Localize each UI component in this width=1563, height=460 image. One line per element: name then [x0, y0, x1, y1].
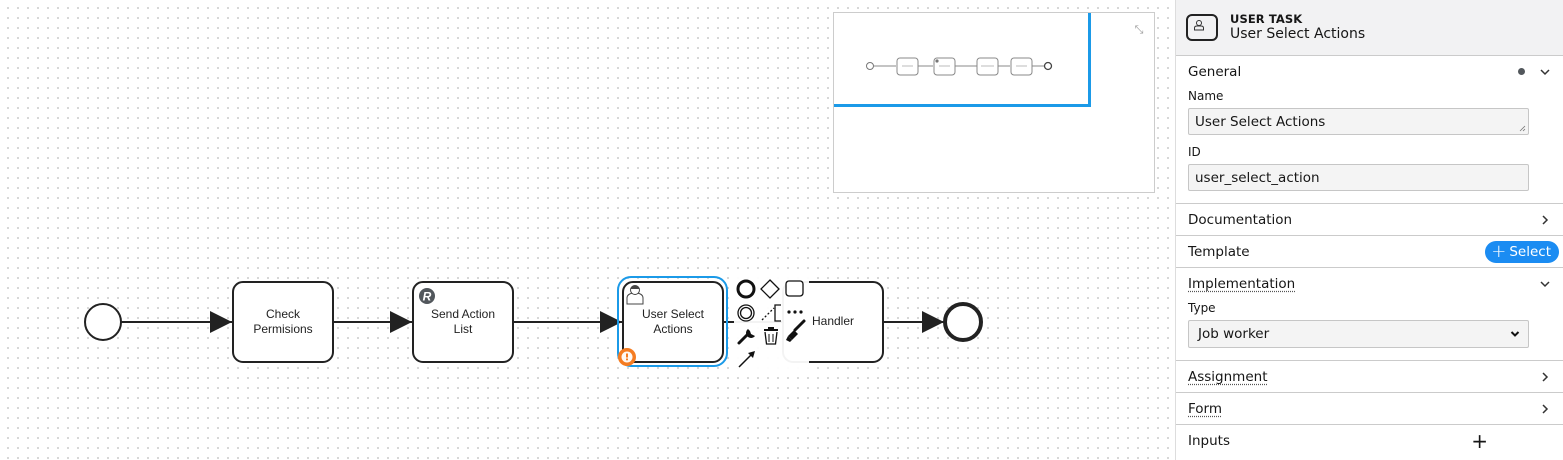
- append-end-event-icon[interactable]: [736, 279, 756, 299]
- selection-outline: [617, 276, 728, 367]
- group-inputs-header[interactable]: Inputs +: [1176, 425, 1563, 456]
- type-select[interactable]: Job worker: [1188, 320, 1529, 348]
- task-user-select-actions[interactable]: User Select Actions: [617, 276, 728, 367]
- user-task-icon: [1186, 14, 1218, 41]
- group-documentation-header[interactable]: Documentation: [1176, 204, 1563, 235]
- group-title: Assignment: [1188, 368, 1268, 385]
- warning-badge-icon[interactable]: [618, 348, 636, 366]
- group-form: Form: [1176, 393, 1563, 425]
- bpmn-diagram[interactable]: Check Permisions R Send Action List User…: [0, 0, 1175, 460]
- group-title: Documentation: [1188, 211, 1293, 228]
- more-options-icon[interactable]: [787, 310, 803, 314]
- task-label-line: Handler: [812, 314, 854, 328]
- id-label: ID: [1188, 145, 1201, 159]
- panel-header: USER TASK User Select Actions: [1176, 0, 1563, 56]
- task-label-line: Permisions: [253, 322, 312, 336]
- add-input-icon[interactable]: +: [1471, 428, 1488, 453]
- chevron-down-icon[interactable]: [1539, 66, 1551, 78]
- name-field[interactable]: User Select Actions: [1188, 108, 1529, 135]
- group-title: General: [1188, 63, 1242, 80]
- task-send-action-list[interactable]: R Send Action List: [412, 281, 514, 363]
- group-template: Template + Select: [1176, 236, 1563, 268]
- minimap-diagram: [866, 57, 1053, 76]
- task-label-line: Actions: [653, 322, 692, 336]
- connect-arrow-icon[interactable]: [738, 351, 755, 368]
- select-label: Select: [1509, 243, 1551, 260]
- change-type-wrench-icon[interactable]: [737, 329, 755, 345]
- group-template-header: Template + Select: [1176, 236, 1563, 267]
- task-label-line: List: [454, 322, 473, 336]
- user-icon: [626, 285, 644, 305]
- minimap-toggle-icon[interactable]: ⤡: [1134, 24, 1144, 36]
- id-value: user_select_action: [1195, 169, 1320, 186]
- plus-icon: +: [1491, 240, 1507, 262]
- element-name-label: User Select Actions: [1230, 25, 1366, 42]
- group-inputs: Inputs +: [1176, 425, 1563, 456]
- chevron-right-icon[interactable]: [1539, 403, 1551, 415]
- minimap[interactable]: ⤡: [833, 12, 1155, 193]
- group-implementation-header[interactable]: Implementation: [1176, 268, 1563, 299]
- id-field[interactable]: user_select_action: [1188, 164, 1529, 191]
- text-annotation-icon[interactable]: [761, 304, 781, 322]
- data-marker-icon: [1518, 68, 1525, 75]
- connector-r-icon: R: [419, 288, 435, 304]
- svg-text:R: R: [423, 290, 432, 304]
- type-value: Job worker: [1198, 326, 1270, 342]
- task-label-line: Send Action: [431, 307, 495, 321]
- group-implementation: Implementation Type Job worker: [1176, 268, 1563, 361]
- type-label: Type: [1188, 301, 1216, 315]
- task-label-line: User Select: [642, 307, 705, 321]
- start-event[interactable]: [84, 303, 122, 341]
- select-chevron-icon: [1510, 331, 1520, 337]
- task-label-line: Check: [266, 307, 301, 321]
- minimap-viewport[interactable]: [834, 13, 1091, 107]
- name-value: User Select Actions: [1195, 113, 1326, 130]
- element-type-label: USER TASK: [1230, 11, 1303, 26]
- end-event[interactable]: [943, 302, 983, 342]
- group-general-header[interactable]: General: [1176, 56, 1563, 87]
- append-gateway-icon[interactable]: [760, 279, 780, 299]
- chevron-down-icon[interactable]: [1539, 278, 1551, 290]
- context-pad[interactable]: [734, 277, 809, 372]
- group-title: Template: [1188, 243, 1250, 260]
- task-check-permissions[interactable]: Check Permisions: [232, 281, 334, 363]
- properties-panel: USER TASK User Select Actions General Na…: [1175, 0, 1563, 460]
- group-title: Form: [1188, 400, 1223, 417]
- chevron-right-icon[interactable]: [1539, 214, 1551, 226]
- group-documentation: Documentation: [1176, 204, 1563, 236]
- bpmn-canvas[interactable]: Check Permisions R Send Action List User…: [0, 0, 1175, 460]
- append-intermediate-event-icon[interactable]: [737, 304, 755, 322]
- select-template-button[interactable]: + Select: [1485, 240, 1559, 263]
- name-label: Name: [1188, 89, 1224, 103]
- delete-trash-icon[interactable]: [764, 327, 778, 345]
- append-task-icon[interactable]: [785, 280, 804, 297]
- chevron-right-icon[interactable]: [1539, 371, 1551, 383]
- resize-grip-icon[interactable]: [1518, 124, 1526, 132]
- group-assignment: Assignment: [1176, 361, 1563, 393]
- group-general: General Name User Select Actions ID user…: [1176, 56, 1563, 204]
- set-color-brush-icon[interactable]: [786, 319, 806, 342]
- group-title: Implementation: [1188, 275, 1296, 292]
- group-title: Inputs: [1188, 432, 1230, 449]
- group-form-header[interactable]: Form: [1176, 393, 1563, 424]
- group-assignment-header[interactable]: Assignment: [1176, 361, 1563, 392]
